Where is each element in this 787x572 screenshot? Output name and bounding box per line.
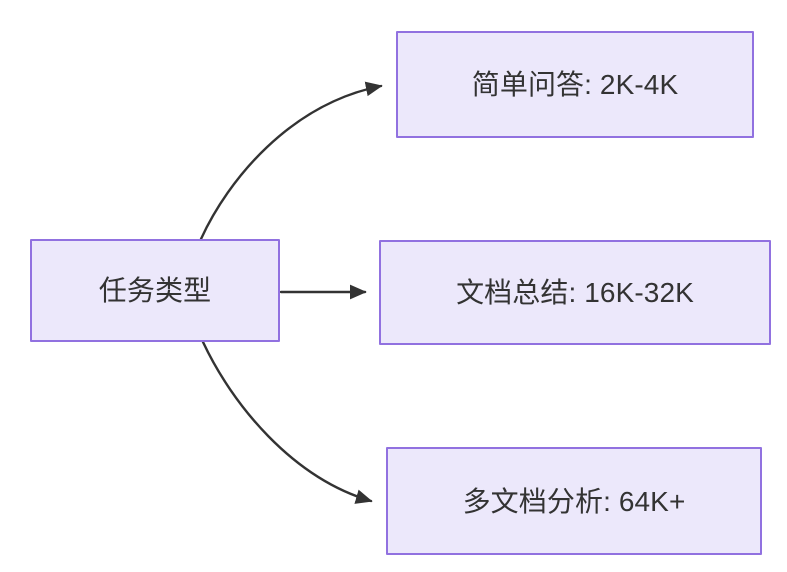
node-doc-summary-label: 文档总结: 16K-32K <box>456 277 694 308</box>
edge-task-type-to-multi-doc-analysis <box>201 340 373 504</box>
node-multi-doc-analysis[interactable]: 多文档分析: 64K+ <box>386 447 762 555</box>
node-task-type-label: 任务类型 <box>98 275 212 306</box>
node-simple-qa-label: 简单问答: 2K-4K <box>471 69 679 100</box>
edge-task-type-to-simple-qa <box>199 81 383 241</box>
node-task-type[interactable]: 任务类型 <box>30 239 280 342</box>
node-doc-summary[interactable]: 文档总结: 16K-32K <box>379 240 771 345</box>
node-multi-doc-analysis-label: 多文档分析: 64K+ <box>462 485 686 517</box>
node-simple-qa[interactable]: 简单问答: 2K-4K <box>396 31 754 138</box>
